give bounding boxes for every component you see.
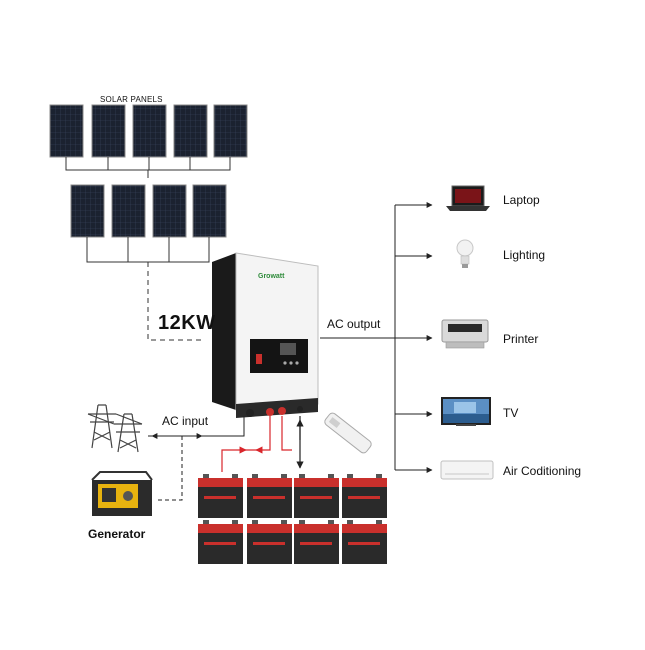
power-rating-label: 12KW	[158, 312, 216, 334]
solar-panel	[111, 184, 146, 238]
battery	[247, 474, 292, 518]
solar-panel	[132, 104, 167, 158]
light-bulb-icon	[456, 239, 474, 268]
load-label-printer: Printer	[503, 332, 539, 346]
ac-output-wiring	[320, 202, 433, 473]
printer-icon	[441, 319, 489, 349]
battery	[198, 520, 243, 564]
air-conditioner-icon	[440, 460, 494, 480]
inverter-port	[246, 409, 254, 417]
battery	[342, 520, 387, 564]
load-label-tv: TV	[503, 406, 519, 420]
battery-bank	[198, 474, 387, 564]
solar-panel	[173, 104, 208, 158]
ac-input-wiring	[148, 416, 245, 501]
laptop-icon	[446, 185, 490, 211]
inverter-port	[266, 408, 274, 416]
battery-wiring	[221, 416, 304, 472]
ac-input-label: AC input	[162, 414, 209, 428]
battery	[198, 474, 243, 518]
load-label-laptop: Laptop	[503, 193, 540, 207]
inverter-brand-label: Growatt	[258, 273, 285, 280]
solar-panel-array	[49, 104, 248, 238]
solar-panel	[91, 104, 126, 158]
generator-label: Generator	[88, 527, 146, 541]
battery	[294, 474, 339, 518]
inverter-screen	[280, 343, 296, 355]
inverter-port	[297, 406, 303, 412]
inverter-port	[278, 407, 286, 415]
power-tower-icon	[87, 404, 143, 453]
tv-icon	[441, 397, 491, 426]
battery	[294, 520, 339, 564]
solar-panel	[213, 104, 248, 158]
solar-panel	[70, 184, 105, 238]
load-label-air-conditioning: Air Coditioning	[503, 464, 582, 478]
solar-panels-label: SOLAR PANELS	[100, 95, 163, 104]
ac-output-label: AC output	[327, 317, 381, 331]
load-label-lighting: Lighting	[503, 248, 546, 262]
battery	[342, 474, 387, 518]
solar-panel	[152, 184, 187, 238]
panel-wiring	[65, 157, 231, 341]
wifi-dongle-icon	[324, 412, 372, 454]
inverter	[212, 252, 319, 418]
battery	[247, 520, 292, 564]
solar-panel	[192, 184, 227, 238]
solar-panel	[49, 104, 84, 158]
inverter-indicator	[256, 354, 262, 364]
generator-icon	[91, 471, 153, 516]
